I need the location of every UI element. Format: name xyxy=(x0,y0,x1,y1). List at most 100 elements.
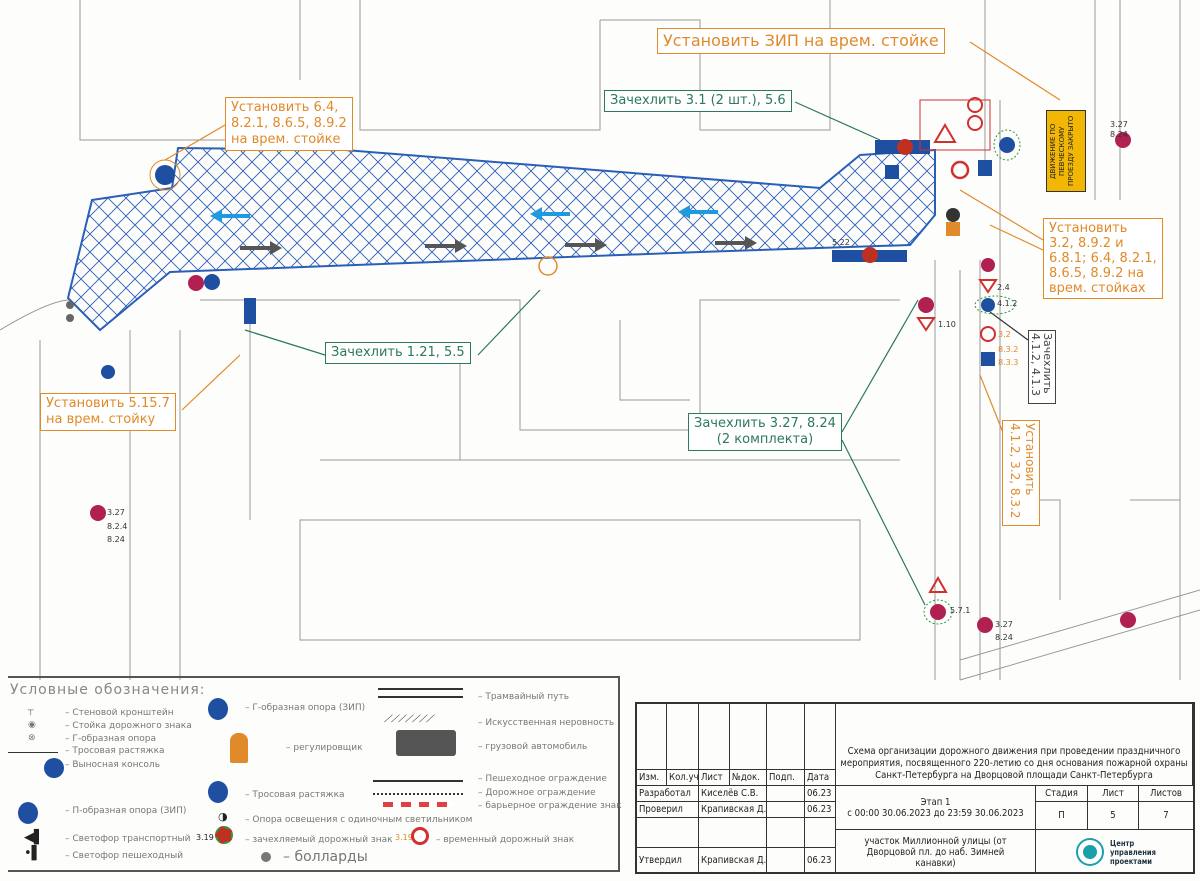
sign-label: 2.4 xyxy=(997,283,1010,292)
legend-title: Условные обозначения: xyxy=(10,682,206,698)
temp-sign-code: 3.19 xyxy=(395,833,413,842)
bollard-icon xyxy=(261,852,271,862)
closed-road-area xyxy=(66,146,936,332)
legend-item: – Искусственная неровность xyxy=(478,718,615,728)
drawing-title: Схема организации дорожного движения при… xyxy=(836,704,1193,786)
legend-item: – Трамвайный путь xyxy=(478,692,570,702)
callout-line: 3.2, 8.9.2 и xyxy=(1049,236,1124,251)
sign-label: 1.10 xyxy=(938,320,956,329)
callout-line: (2 комплекта) xyxy=(716,432,814,447)
console-sign-icon xyxy=(44,758,64,778)
callout-line: Установить 5.15.7 xyxy=(46,396,170,411)
sign-label: 3.27 xyxy=(107,508,125,517)
arrow-right-gray xyxy=(425,239,467,253)
date-approved: 06.23 xyxy=(805,848,836,874)
legend-item: – Тросовая растяжка xyxy=(65,746,165,756)
lamp-post-icon: ◑ xyxy=(218,810,228,823)
legend-item: – Тросовая растяжка xyxy=(245,790,345,800)
road-signs xyxy=(90,97,1136,633)
header-kol: Кол.уч xyxy=(667,770,699,786)
wall-bracket-icon: ┬ xyxy=(28,706,34,716)
legend-item: – болларды xyxy=(283,849,368,865)
callout-line: Зачехлить 3.27, 8.24 xyxy=(694,416,836,431)
legend-item: – Выносная консоль xyxy=(65,760,160,770)
legend-item: – временный дорожный знак xyxy=(436,835,575,845)
header-list: Лист xyxy=(699,770,730,786)
stadia-value: П xyxy=(1036,802,1088,830)
legend-item: – Г-образная опора xyxy=(65,734,156,744)
legend-item: – Светофор транспортный xyxy=(65,834,191,844)
callout-cover-4-1-2: Зачехлить 4.1.2, 4.1.3 xyxy=(1028,330,1056,404)
empty-cell xyxy=(699,818,767,848)
sheet-label: Лист xyxy=(1088,786,1139,802)
sheet-value: 5 xyxy=(1088,802,1139,830)
l-support-icon: ⊗ xyxy=(28,733,36,743)
title-block: Изм. Кол.уч Лист №док. Подп. Дата Разраб… xyxy=(635,702,1195,874)
cable-line-icon xyxy=(8,752,58,753)
name-checked: Крапивская Д.Б. xyxy=(699,802,767,818)
empty-cell xyxy=(637,704,667,770)
role-checked: Проверил xyxy=(637,802,699,818)
sheets-label: Листов xyxy=(1139,786,1193,802)
callout-install-4-1-2: Установить 4.1.2, 3.2, 8.3.2 xyxy=(1002,420,1040,526)
traffic-light-icon: ◀▌ xyxy=(24,830,44,845)
company-logo: Центр управления проектами xyxy=(1036,830,1193,874)
logo-text: Центр управления проектами xyxy=(1110,838,1156,866)
legend-item: – Стойка дорожного знака xyxy=(65,721,192,731)
truck-icon xyxy=(396,730,456,756)
sign-label: 8.2.4 xyxy=(107,522,128,531)
header-date: Дата xyxy=(805,770,836,786)
callout-line: Установить 6.4, xyxy=(231,100,339,115)
stage-cell: Этап 1 с 00:00 30.06.2023 до 23:59 30.06… xyxy=(836,786,1036,830)
sign-label: 8.3.2 xyxy=(998,345,1019,354)
empty-cell xyxy=(767,786,805,802)
name-developed: Киселёв С.В. xyxy=(699,786,767,802)
role-approved: Утвердил xyxy=(637,848,699,874)
empty-cell xyxy=(767,818,805,848)
legend-item: – Пешеходное ограждение xyxy=(478,774,607,784)
callout-line: Установить xyxy=(1049,221,1128,236)
sign-label: 3.27 xyxy=(995,620,1013,629)
sign-label: 5.22 xyxy=(832,238,850,247)
empty-cell xyxy=(767,704,805,770)
legend: Условные обозначения: ┬ – Стеновой кронш… xyxy=(8,676,622,872)
covered-sign-icon xyxy=(215,826,233,844)
legend-item: – барьерное ограждение знак xyxy=(478,801,622,811)
header-sign: Подп. xyxy=(767,770,805,786)
date-developed: 06.23 xyxy=(805,786,836,802)
callout-line: 8.2.1, 8.6.5, 8.9.2 xyxy=(231,116,347,131)
covered-sign-code: 3.19 xyxy=(196,833,214,842)
callout-cover-3-27: Зачехлить 3.27, 8.24 (2 комплекта) xyxy=(688,413,842,451)
arrow-right-gray xyxy=(240,241,282,255)
empty-cell xyxy=(767,802,805,818)
callout-line: 6.8.1; 6.4, 8.2.1, xyxy=(1049,251,1157,266)
legend-item: – Светофор пешеходный xyxy=(65,851,184,861)
traffic-direction-arrows xyxy=(210,205,757,255)
sheets-value: 7 xyxy=(1139,802,1193,830)
sign-label: 3.2 xyxy=(998,330,1011,339)
sign-label: 4.1.2 xyxy=(997,299,1018,308)
callout-install-3-2: Установить 3.2, 8.9.2 и 6.8.1; 6.4, 8.2.… xyxy=(1043,218,1163,299)
callout-cover-3-1: Зачехлить 3.1 (2 шт.), 5.6 xyxy=(604,90,792,112)
bollards xyxy=(66,301,74,322)
logo-icon xyxy=(1078,840,1102,864)
callout-install-6-4: Установить 6.4, 8.2.1, 8.6.5, 8.9.2 на в… xyxy=(225,97,353,151)
empty-cell xyxy=(699,704,730,770)
legend-item: – Дорожное ограждение xyxy=(478,788,596,798)
arrow-right-gray xyxy=(715,236,757,250)
sign-label: 5.7.1 xyxy=(950,606,971,615)
callout-install-5-15-7: Установить 5.15.7 на врем. стойку xyxy=(40,393,176,431)
sign-label: 8.24 xyxy=(1110,130,1128,139)
temp-sign-icon xyxy=(411,827,429,845)
period: с 00:00 30.06.2023 до 23:59 30.06.2023 xyxy=(847,807,1024,819)
cable-sign-icon xyxy=(208,781,228,803)
arrow-right-gray xyxy=(565,238,607,252)
header-doc: №док. xyxy=(730,770,767,786)
legend-item: – регулировщик xyxy=(286,743,363,753)
empty-cell xyxy=(667,704,699,770)
traffic-controller-icon xyxy=(230,733,248,763)
stadia-label: Стадия xyxy=(1036,786,1088,802)
date-checked: 06.23 xyxy=(805,802,836,818)
pedestrian-fence-icon xyxy=(373,780,463,782)
